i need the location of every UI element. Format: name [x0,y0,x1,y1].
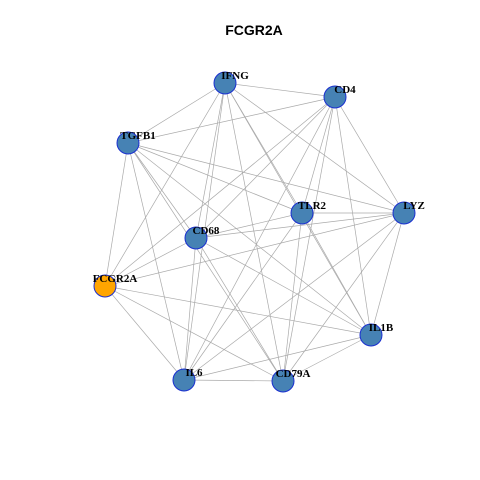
edge-fcgr2a-il1b [104,285,372,336]
edge-lyz-il6 [183,212,405,381]
edge-tlr2-il6 [183,212,303,381]
edge-cd4-il1b [334,96,372,336]
edge-fcgr2a-cd79a [104,285,284,382]
edge-cd4-lyz [334,96,405,214]
node-fcgr2a[interactable] [93,274,117,298]
edge-tgfb1-cd79a [127,142,284,382]
edge-lyz-fcgr2a [104,212,405,287]
edge-tgfb1-il6 [127,142,185,381]
edge-cd68-fcgr2a [104,237,197,287]
edge-il1b-il6 [183,334,372,381]
edge-layer [104,82,405,382]
node-il1b[interactable] [359,323,383,347]
edge-cd4-il6 [183,96,336,381]
edge-fcgr2a-il6 [104,285,185,381]
edge-tgfb1-fcgr2a [104,142,129,287]
edge-tgfb1-il1b [127,142,372,336]
edge-cd4-tgfb1 [127,96,336,144]
edge-tlr2-cd79a [282,212,303,382]
edge-ifng-cd68 [195,82,226,239]
node-label-cd68: CD68 [193,225,220,237]
node-layer [93,71,416,393]
node-ifng[interactable] [213,71,237,95]
edge-ifng-cd79a [224,82,284,382]
edge-lyz-cd79a [282,212,405,382]
edge-ifng-lyz [224,82,405,214]
node-label-cd4: CD4 [334,84,356,96]
node-label-il6: IL6 [185,367,203,379]
edge-il1b-cd79a [282,334,372,382]
edge-tgfb1-tlr2 [127,142,303,214]
node-cd68[interactable] [184,226,208,250]
graph-title: FCGR2A [225,22,283,38]
edge-lyz-cd68 [195,212,405,239]
node-label-lyz: LYZ [403,200,425,212]
edge-tgfb1-lyz [127,142,405,214]
edge-tlr2-il1b [301,212,372,336]
edge-il6-cd79a [183,379,284,382]
edge-cd4-tlr2 [301,96,336,214]
edge-cd68-il1b [195,237,372,336]
node-tgfb1[interactable] [116,131,140,155]
node-label-tlr2: TLR2 [298,200,327,212]
edge-tgfb1-cd68 [127,142,197,239]
node-label-fcgr2a: FCGR2A [93,273,138,285]
node-lyz[interactable] [392,201,416,225]
node-il6[interactable] [172,368,196,392]
edge-cd68-il6 [183,237,197,381]
edge-cd4-cd68 [195,96,336,239]
edge-ifng-cd4 [224,82,336,98]
node-label-ifng: IFNG [221,70,249,82]
node-cd79a[interactable] [271,369,295,393]
node-label-il1b: IL1B [369,322,394,334]
edge-tlr2-cd68 [195,212,303,239]
edge-cd4-fcgr2a [104,96,336,287]
edge-lyz-il1b [370,212,405,336]
node-label-cd79a: CD79A [276,368,311,380]
edge-cd4-cd79a [282,96,336,382]
edge-ifng-fcgr2a [104,82,226,287]
edge-ifng-tgfb1 [127,82,226,144]
node-cd4[interactable] [323,85,347,109]
edge-cd68-cd79a [195,237,284,382]
node-label-tgfb1: TGFB1 [120,130,155,142]
node-tlr2[interactable] [290,201,314,225]
